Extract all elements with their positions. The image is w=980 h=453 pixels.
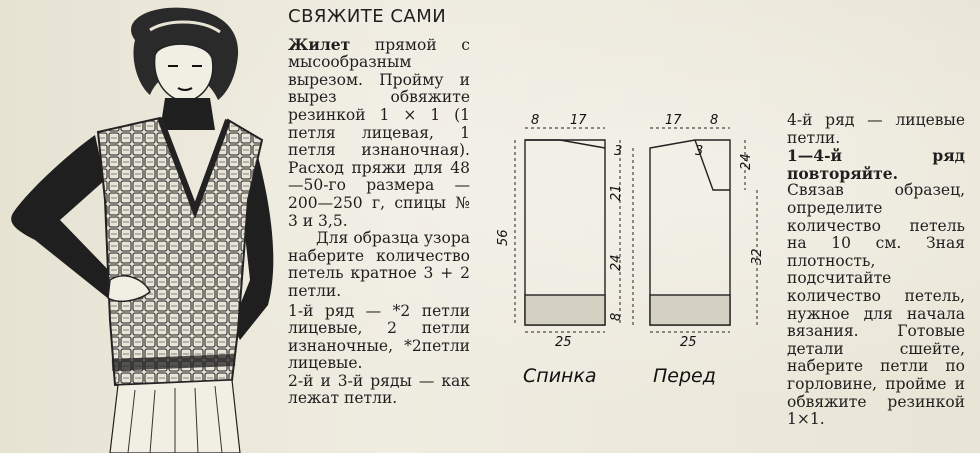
repeat-paragraph: 1—4-й ряд повторяйте. (787, 146, 965, 183)
turtleneck (160, 98, 215, 130)
back-rib (524, 294, 606, 326)
final-paragraph: Связав образец, определите количество пе… (787, 181, 965, 429)
face-shape (153, 43, 214, 103)
intro-paragraph: Жилет прямой с мысообразным вырезом. Про… (288, 34, 470, 231)
back-total-dim: 56 (496, 229, 511, 246)
front-neck-dim: 17 (665, 113, 682, 128)
hand (107, 275, 151, 303)
article-text-column: СВЯЖИТЕ САМИ Жилет прямой с мысообразным… (288, 8, 470, 408)
back-rib-dim: 8 (609, 313, 624, 321)
front-v-depth-dim: 24 (739, 153, 754, 170)
front-rib (649, 294, 731, 326)
front-width-dim: 25 (680, 335, 697, 350)
sample-paragraph: Для образца узора наберите количество пе… (288, 229, 470, 300)
pattern-schematic: 8 17 17 8 56 3 21 24 8 3 24 32 25 25 Спи… (496, 113, 765, 387)
rows23-paragraph: 2-й и 3-й ряды — как лежат петли. (288, 371, 470, 408)
intro-lead: Жилет (288, 34, 351, 54)
front-side-dim: 32 (750, 248, 765, 265)
back-shoulder-dim: 8 (531, 113, 539, 128)
back-neck-dim: 17 (570, 113, 587, 128)
instructions-right-column: 4-й ряд — лицевые петли. 1—4-й ряд повто… (787, 111, 965, 429)
back-armhole-dim: 21 (609, 184, 624, 201)
row1-paragraph: 1-й ряд — *2 петли лицевые, 2 петли изна… (288, 301, 470, 373)
back-neck-depth-dim: 3 (614, 144, 622, 159)
vest-body (96, 116, 264, 387)
vest-illustration (11, 7, 274, 453)
front-shoulder-dim: 8 (710, 113, 718, 128)
front-piece-label: Перед (653, 365, 716, 387)
front-neck-depth-dim: 3 (695, 144, 703, 159)
back-piece-label: Спинка (523, 365, 597, 387)
left-sleeve (11, 135, 119, 300)
row4-paragraph: 4-й ряд — лицевые петли. (787, 111, 965, 147)
back-body-dim: 24 (609, 254, 624, 271)
intro-rest: прямой с мысообразным вырезом. Пройму и … (288, 35, 470, 230)
article-heading: СВЯЖИТЕ САМИ (288, 6, 447, 27)
back-width-dim: 25 (555, 335, 572, 350)
